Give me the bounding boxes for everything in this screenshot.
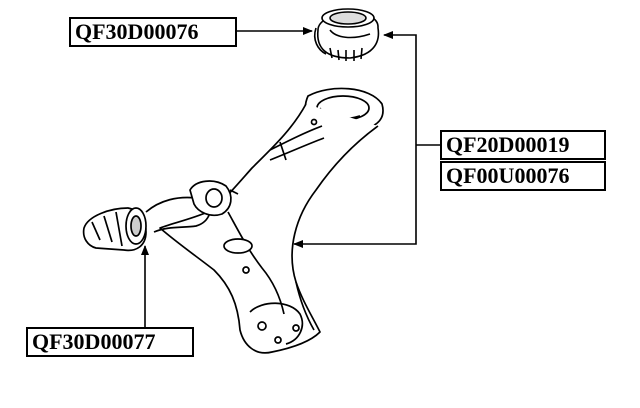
- leader-lines: [141, 27, 440, 327]
- leader-right-up: [383, 31, 417, 145]
- part-number-label-bottom: QF30D00077: [26, 327, 194, 357]
- leader-right-down: [293, 145, 417, 248]
- part-number-label-right-2: QF00U00076: [440, 161, 606, 191]
- part-number-label-top: QF30D00076: [69, 17, 237, 47]
- part-number-label-right-1: QF20D00019: [440, 130, 606, 160]
- bushing-top-part: [313, 8, 380, 61]
- control-arm-part: [82, 87, 384, 354]
